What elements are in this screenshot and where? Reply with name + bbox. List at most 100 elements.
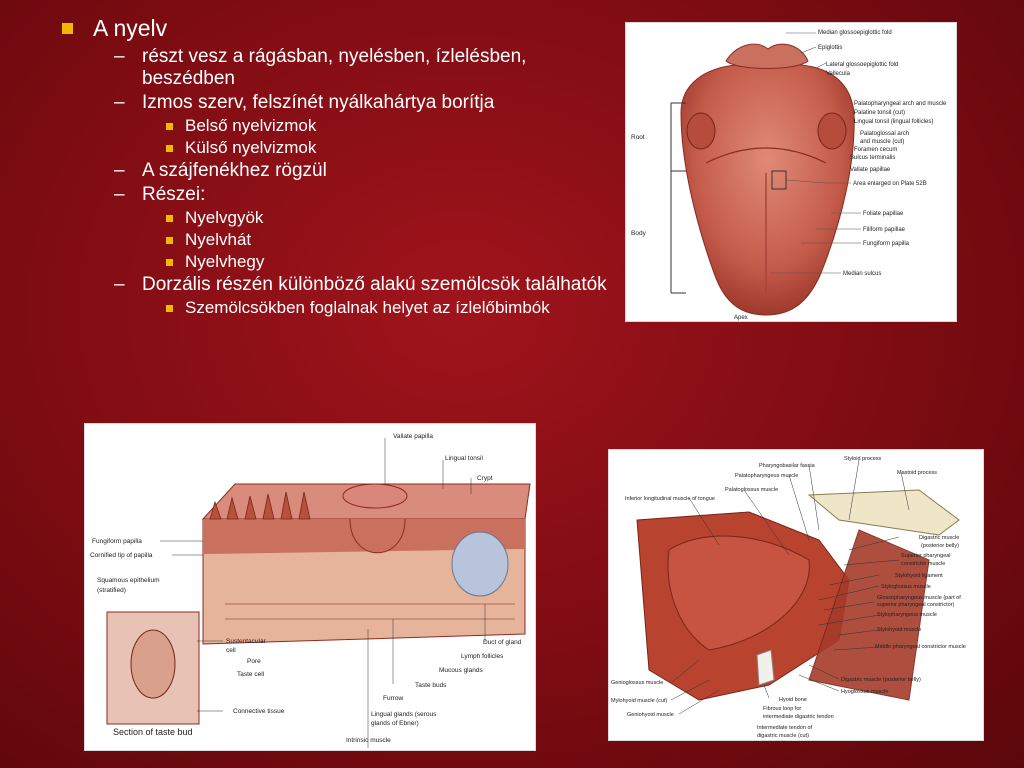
bullet-text: A szájfenékhez rögzül	[142, 160, 327, 181]
bullet-text: Dorzális részén különböző alakú szemölcs…	[142, 274, 607, 295]
label-root: Root	[631, 134, 645, 141]
square-bullet-icon	[62, 22, 73, 34]
label-pore: Pore	[247, 658, 261, 665]
label-lingual-glands: Lingual glands (serous	[371, 711, 437, 718]
label-digastric-posterior: Digastric muscle (posterior belly)	[841, 677, 921, 683]
label-duct-of-gland: Duct of gland	[483, 639, 522, 646]
label-middle-pharyngeal: Middle pharyngeal constrictor muscle	[875, 644, 966, 650]
label-filiform-papillae: Filiform papillae	[863, 227, 906, 233]
label-mylohyoid: Mylohyoid muscle (cut)	[611, 698, 667, 704]
bullet-text: Részei:	[142, 184, 206, 205]
label-area-enlarged: Area enlarged on Plate 52B	[853, 181, 927, 187]
label-hyoglossus: Hyoglossus muscle	[841, 689, 888, 695]
square-bullet-icon	[166, 259, 173, 266]
bullet-item: – A szájfenékhez rögzül	[114, 160, 327, 181]
label-stratified: (stratified)	[97, 587, 126, 594]
papillae-illustration: Vallate papilla Lingual tonsil Crypt Fun…	[90, 433, 531, 748]
label-constrictor-muscle: constrictor muscle	[901, 561, 945, 567]
slide-title-bullet: A nyelv	[62, 14, 622, 42]
label-digastric-cut: digastric muscle (cut)	[757, 733, 809, 739]
label-sulcus-terminalis: Sulcus terminalis	[850, 155, 895, 161]
label-palatopharyngeal-arch: Palatopharyngeal arch and muscle	[854, 101, 947, 107]
label-fungiform-papilla: Fungiform papilla	[92, 538, 142, 545]
label-body: Body	[631, 230, 647, 237]
sub-bullet-item: Külső nyelvizmok	[166, 138, 622, 158]
label-palatopharyngeus: Palatopharyngeus muscle	[735, 473, 798, 479]
bullet-item: – Dorzális részén különböző alakú szemöl…	[114, 274, 607, 295]
label-apex: Apex	[734, 315, 748, 321]
sub-bullet-item: Nyelvhegy	[166, 252, 622, 272]
muscles-illustration: Pharyngobasilar fascia Palatopharyngeus …	[611, 456, 966, 739]
square-bullet-icon	[166, 215, 173, 222]
label-digastric: Digastric muscle	[919, 535, 959, 541]
label-median-sulcus: Median sulcus	[843, 271, 881, 277]
label-vallate-papilla: Vallate papilla	[393, 433, 433, 440]
label-squamous-epithelium: Squamous epithelium	[97, 577, 160, 584]
label-median-glossoepiglottic-fold: Median glossoepiglottic fold	[818, 30, 892, 36]
label-epiglottis: Epiglottis	[818, 45, 842, 51]
square-bullet-icon	[166, 145, 173, 152]
label-fibrous-loop: Fibrous loop for	[763, 706, 801, 712]
label-mucous-glands: Mucous glands	[439, 667, 483, 674]
label-cell: cell	[226, 647, 236, 654]
label-inferior-longitudinal: Inferior longitudinal muscle of tongue	[625, 496, 715, 502]
slide-bullets: A nyelv – részt vesz a rágásban, nyelésb…	[62, 14, 622, 320]
label-connective-tissue: Connective tissue	[233, 708, 285, 715]
label-hyoid-bone: Hyoid bone	[779, 697, 807, 703]
sub-bullet-item: Nyelvgyök	[166, 208, 622, 228]
label-furrow: Furrow	[383, 695, 404, 702]
figure-caption: Section of taste bud	[113, 727, 193, 737]
label-vallate-papillae: Vallate papillae	[850, 167, 891, 173]
label-taste-cell: Taste cell	[237, 671, 265, 678]
label-stylopharyngeus: Stylopharyngeus muscle	[877, 612, 937, 618]
square-bullet-icon	[166, 237, 173, 244]
label-glossopharyngeus: Glossopharyngeus muscle (part of	[877, 595, 961, 601]
label-intermediate-tendon: intermediate digastric tendon	[763, 714, 834, 720]
label-geniohyoid: Geniohyoid muscle	[627, 712, 674, 718]
label-genioglossus: Genioglossus muscle	[611, 680, 663, 686]
label-foliate-papillae: Foliate papillae	[863, 211, 904, 217]
label-styloid-process: Styloid process	[844, 456, 882, 462]
tongue-illustration: Median glossoepiglottic fold Epiglottis …	[631, 30, 947, 321]
label-palatoglossus: Palatoglossus muscle	[725, 487, 778, 493]
label-crypt: Crypt	[477, 475, 493, 482]
sub-bullet-item: Szemölcsökben foglalnak helyet az ízlelő…	[166, 298, 622, 318]
label-styloglossus: Styloglossus muscle	[881, 584, 931, 590]
label-vallecula: Vallecula	[826, 71, 851, 77]
label-lymph-follicles: Lymph follicles	[461, 653, 504, 660]
label-lingual-tonsil: Lingual tonsil (lingual follicles)	[854, 119, 933, 125]
label-palatine-tonsil: Palatine tonsil (cut)	[854, 110, 905, 116]
square-bullet-icon	[166, 123, 173, 130]
label-superior-constrictor-part: superior pharyngeal constrictor)	[877, 602, 955, 608]
label-sustentacular: Sustentacular	[226, 638, 267, 645]
square-bullet-icon	[166, 305, 173, 312]
label-fungiform-papilla: Fungiform papilla	[863, 241, 910, 247]
slide-title: A nyelv	[93, 15, 168, 41]
bullet-item: – Részei:	[114, 184, 206, 205]
sub-bullet-item: Belső nyelvizmok	[166, 116, 622, 136]
label-mastoid-process: Mastoid process	[897, 470, 937, 476]
bullet-item: – Izmos szerv, felszínét nyálkahártya bo…	[114, 92, 495, 113]
label-stylohyoid-muscle: Stylohyoid muscle	[877, 627, 921, 633]
label-lateral-glossoepiglottic-fold: Lateral glossoepiglottic fold	[826, 62, 898, 68]
label-taste-buds: Taste buds	[415, 682, 447, 689]
bullet-text: részt vesz a rágásban, nyelésben, ízlelé…	[142, 46, 527, 89]
label-posterior-belly: (posterior belly)	[921, 543, 959, 549]
label-superior-pharyngeal: Superior pharyngeal	[901, 553, 951, 559]
label-palatoglossal-muscle: and muscle (cut)	[860, 139, 904, 145]
label-glands-of-ebner: glands of Ebner)	[371, 720, 419, 727]
tongue-muscles-figure: Pharyngobasilar fascia Palatopharyngeus …	[608, 449, 984, 741]
label-palatoglossal-arch: Palatoglossal arch	[860, 131, 909, 137]
bullet-text: Izmos szerv, felszínét nyálkahártya borí…	[142, 92, 495, 113]
label-foramen-cecum: Foramen cecum	[854, 147, 897, 153]
label-pharyngobasilar-fascia: Pharyngobasilar fascia	[759, 463, 816, 469]
sub-bullet-item: Nyelvhát	[166, 230, 622, 250]
tongue-dorsum-figure: Median glossoepiglottic fold Epiglottis …	[625, 22, 957, 322]
label-intrinsic-muscle: Intrinsic muscle	[346, 737, 391, 744]
papillae-section-figure: Vallate papilla Lingual tonsil Crypt Fun…	[84, 423, 536, 751]
bullet-item: – részt vesz a rágásban, nyelésben, ízle…	[114, 46, 622, 90]
label-intermediate-tendon-of: Intermediate tendon of	[757, 725, 813, 731]
label-stylohyoid-ligament: Stylohyoid ligament	[895, 573, 943, 579]
label-cornified-tip: Cornified tip of papilla	[90, 552, 153, 559]
label-lingual-tonsil: Lingual tonsil	[445, 455, 483, 462]
